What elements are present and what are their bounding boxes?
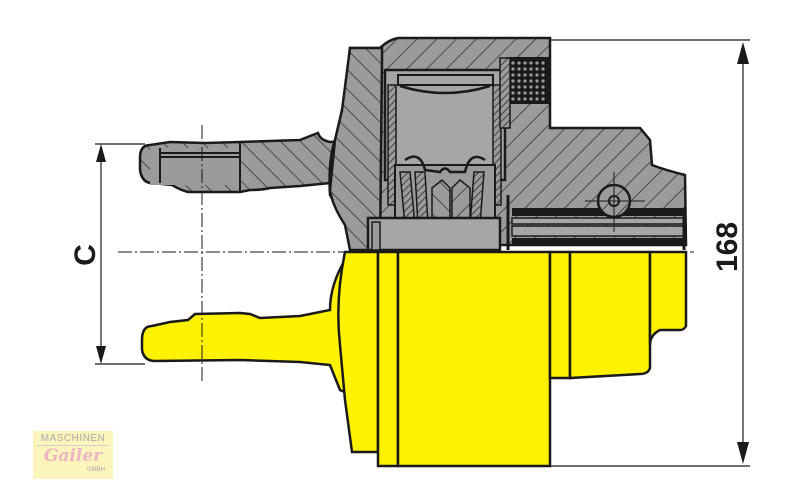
dimension-c	[95, 143, 145, 365]
watermark-line3: GMBH	[87, 467, 105, 473]
dimension-c-label: C	[69, 244, 102, 266]
bolt-circle	[585, 172, 645, 232]
watermark-logo: MASCHINEN Gailer GMBH	[33, 431, 113, 479]
disc-spring-pack	[394, 155, 496, 228]
dimension-168	[550, 39, 750, 467]
upper-section	[138, 36, 688, 252]
watermark-line2: Gailer	[43, 446, 103, 466]
centerlines	[118, 125, 694, 384]
seal-pack	[507, 57, 549, 104]
lower-yoke-arm	[140, 256, 358, 397]
lower-yellow-body	[140, 250, 688, 468]
dimension-168-label: 168	[711, 221, 744, 273]
watermark-line1: MASCHINEN	[37, 433, 109, 446]
